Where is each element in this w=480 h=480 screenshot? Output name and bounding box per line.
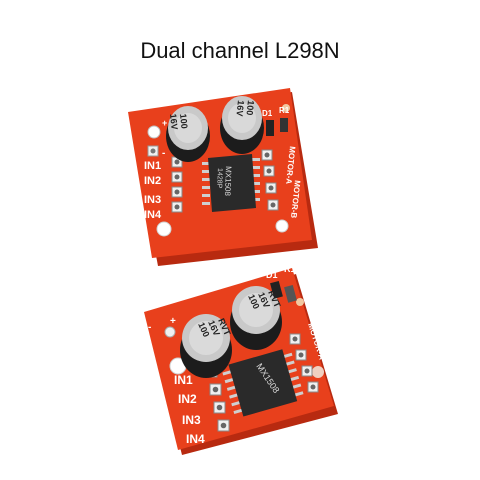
- bottom-in2-label: IN2: [178, 392, 197, 406]
- top-in1-label: IN1: [144, 160, 161, 172]
- top-chip-code: 1428P: [215, 168, 223, 189]
- top-d1-label: D1: [262, 109, 273, 118]
- bottom-plus-label: +: [170, 316, 176, 327]
- top-plus-label: +: [162, 118, 167, 128]
- top-r1-label: R1: [279, 106, 290, 115]
- top-chip-marking: MX1508: [223, 166, 233, 197]
- bottom-resistor: [284, 284, 297, 303]
- top-cap-right-value: 100: [244, 100, 256, 116]
- top-motor-b-label: MOTOR-B: [289, 180, 302, 219]
- top-in2-label: IN2: [144, 175, 161, 187]
- bottom-d1-label: D1: [266, 270, 278, 280]
- bottom-board: + - IN1 IN2 IN3 IN4 100 16V RVT: [144, 264, 340, 455]
- bottom-r1-label: R1: [284, 264, 296, 274]
- bottom-diode: [270, 280, 283, 299]
- bottom-capacitor-right: 100 16V RVT: [230, 286, 283, 350]
- top-board: + - IN1 IN2 IN3 IN4 100 16V 1: [128, 88, 318, 266]
- top-motor-pads: [261, 149, 279, 211]
- bottom-motor-pads: [289, 333, 319, 393]
- bottom-in1-label: IN1: [174, 373, 193, 387]
- top-cap-left-voltage: 16V: [168, 113, 180, 130]
- bottom-pcb: [144, 268, 334, 450]
- top-chip: MX1508 1428P: [202, 154, 260, 212]
- bottom-minus-label: -: [148, 322, 151, 333]
- top-resistor: [280, 118, 288, 132]
- bottom-in4-label: IN4: [186, 432, 205, 446]
- bottom-capacitor-left: 100 16V RVT: [180, 314, 233, 378]
- bottom-chip: MX1508: [222, 349, 304, 417]
- top-diode: [266, 120, 274, 136]
- top-capacitor-left: 100 16V: [166, 106, 210, 162]
- top-in4-label: IN4: [144, 209, 162, 221]
- top-in3-label: IN3: [144, 194, 161, 206]
- bottom-in3-label: IN3: [182, 413, 201, 427]
- top-cap-right-voltage: 16V: [234, 100, 246, 117]
- top-cap-left-value: 100: [178, 113, 190, 129]
- top-minus-label: -: [162, 148, 165, 159]
- top-motor-a-label: MOTOR-A: [284, 146, 297, 185]
- product-title: Dual channel L298N: [140, 38, 340, 63]
- top-capacitor-right: 100 16V: [220, 96, 264, 154]
